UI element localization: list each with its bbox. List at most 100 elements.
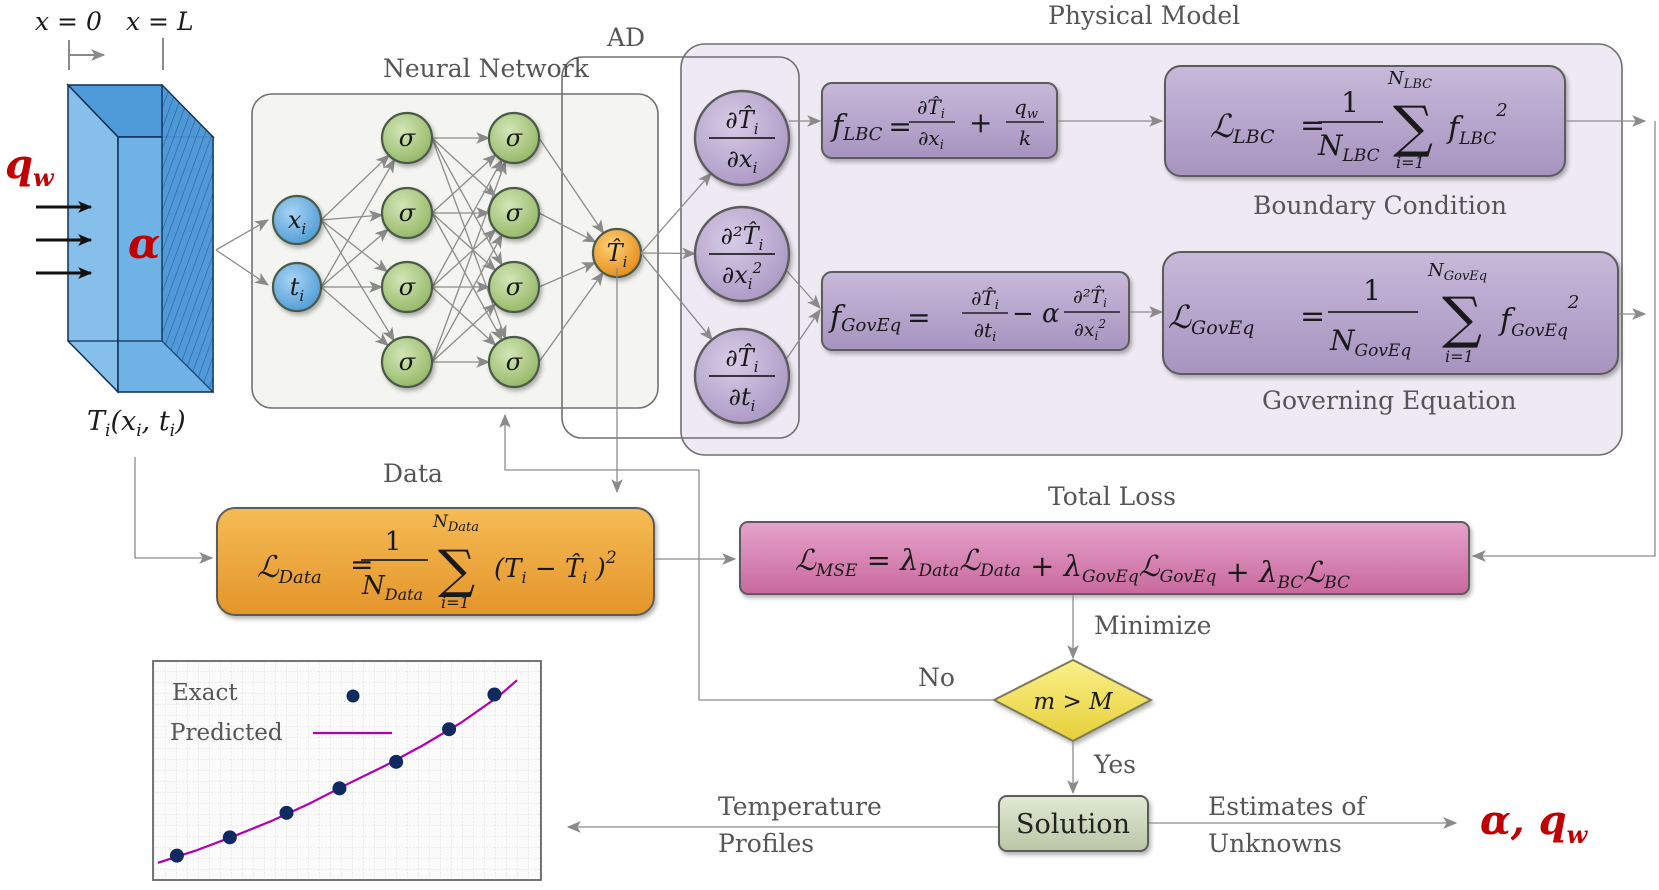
svg-text:i=1: i=1 [441,593,470,612]
hidden1-to-hidden2-edge [431,286,497,346]
hidden1-to-hidden2-edge [431,158,503,288]
network-edges [320,132,605,368]
hidden1-to-hidden2-edge [431,137,497,197]
hidden1-to-hidden2-edge [431,303,497,363]
dxx-to-goveq-edge [784,268,821,309]
no-feedback-to-network-connector [499,413,994,701]
svg-text:NLBC: NLBC [1317,129,1380,166]
hidden2-neuron: σ [487,260,541,314]
svg-text:NData: NData [432,512,479,535]
svg-text:∂xi: ∂xi [727,145,758,177]
solution-box: Solution [998,795,1149,852]
svg-text:1: 1 [1363,274,1381,307]
svg-text:σ: σ [399,348,416,376]
svg-text:1: 1 [1341,86,1359,119]
hidden1-neuron: σ [380,186,434,240]
svg-text:1: 1 [385,527,402,557]
svg-text:qw: qw [1014,95,1038,122]
svg-text:(Ti − T̂i )2: (Ti − T̂i )2 [494,548,617,587]
temperature-profiles-label-2: Profiles [718,829,814,858]
svg-text:ℒGovEq: ℒGovEq [1168,298,1254,339]
ad-label: AD [606,23,645,52]
svg-text:∂xi2: ∂xi2 [722,259,762,293]
input-node-t: ti [271,261,323,313]
svg-text:k: k [1019,126,1031,150]
hidden1-to-hidden2-edge [431,228,497,288]
data-label: Data [383,459,443,488]
goveq-residual-box: fGovEq= ∂T̂i ∂ti − α ∂²T̂i ∂xi2 [821,271,1130,351]
legend-exact-label: Exact [172,680,238,706]
input-to-hidden1-edge [320,154,390,221]
input-to-hidden1-edge [320,228,389,288]
total-loss-label: Total Loss [1048,482,1176,511]
svg-text:− α: − α [1012,299,1060,329]
svg-text:σ: σ [506,273,523,301]
svg-text:σ: σ [399,199,416,227]
hidden1-to-hidden2-edge [431,212,497,272]
hidden2-neuron: σ [487,186,541,240]
exact-data-point [487,687,502,702]
hidden1-neuron: σ [380,111,434,165]
temperature-profiles-label-1: Temperature [718,792,882,821]
no-label: No [918,663,955,692]
svg-text:ℒLBC: ℒLBC [1210,107,1275,148]
output-to-derivative-edge [640,172,712,254]
ad-panel [561,56,800,439]
svg-text:fLBC=: fLBC= [830,109,912,145]
input-to-hidden1-edge [320,286,390,347]
svg-text:Solution: Solution [1016,809,1130,840]
slab-domain: x = 0 x = L qw α Ti(xi, ti) [5,7,215,441]
measurement-to-data-loss-connector [134,457,214,564]
boundary-condition-label: Boundary Condition [1253,191,1507,220]
svg-text:fGovEq=: fGovEq= [828,300,931,336]
svg-text:NGovEq: NGovEq [1329,324,1411,361]
predicted-curve [157,679,518,864]
derivative-nodes: ∂T̂i ∂xi ∂²T̂i ∂xi2 ∂T̂i ∂ti [693,89,791,425]
svg-text:σ: σ [399,273,416,301]
hidden1-to-hidden2-edge [431,154,497,214]
svg-text:NData: NData [361,571,423,604]
hidden2-to-output-edge [538,137,605,235]
svg-text:∂xi2: ∂xi2 [1074,317,1106,343]
output-to-derivative-edge [640,252,713,341]
slab-hatched-face [161,83,214,394]
svg-text:∂ti: ∂ti [729,383,756,415]
svg-text:NGovEq: NGovEq [1427,260,1487,284]
svg-text:∂T̂i: ∂T̂i [725,344,758,376]
data-loss-box: ℒData = 1 NData NData ∑ i=1 (Ti − T̂i )2 [216,507,655,616]
derivative-node: ∂²T̂i ∂xi2 [693,205,791,303]
physical-model-label: Physical Model [1048,1,1240,30]
input-to-hidden1-edge [320,210,384,222]
svg-text:+: + [969,106,992,139]
svg-text:∂T̂i: ∂T̂i [725,106,758,138]
derivative-edges [640,115,822,362]
slab-to-x-connector [215,219,270,251]
svg-text:m > M: m > M [1033,689,1114,715]
input-node-x: xi [271,194,323,246]
svg-text:σ: σ [506,199,523,227]
svg-text:∂²T̂i: ∂²T̂i [721,222,764,254]
svg-text:∑: ∑ [1442,286,1482,351]
estimated-unknowns: α, qw [1480,797,1589,849]
svg-text:i=1: i=1 [1445,347,1474,366]
exact-data-point [279,805,294,820]
svg-text:T̂i: T̂i [607,239,628,271]
temperature-profile-chart: Exact Predicted [152,660,542,881]
svg-text:=: = [1300,299,1325,334]
exact-data-point [332,781,347,796]
svg-text:i=1: i=1 [1396,153,1425,172]
slab-to-t-connector [215,249,269,286]
svg-text:ℒData: ℒData [257,550,322,588]
hidden2-neuron: σ [487,111,541,165]
decision-diamond: m > M [991,658,1154,743]
dt-to-goveq-edge [784,309,821,362]
exact-data-point [222,830,237,845]
legend-predicted-label: Predicted [170,720,283,746]
svg-text:∑: ∑ [438,540,475,600]
estimates-label-2: Unknowns [1208,829,1342,858]
svg-text:∂xi: ∂xi [918,126,944,153]
heat-flux-symbol: qw [5,141,55,192]
svg-text:σ: σ [399,124,416,152]
svg-text:NLBC: NLBC [1387,68,1432,92]
svg-text:ti: ti [290,273,305,305]
